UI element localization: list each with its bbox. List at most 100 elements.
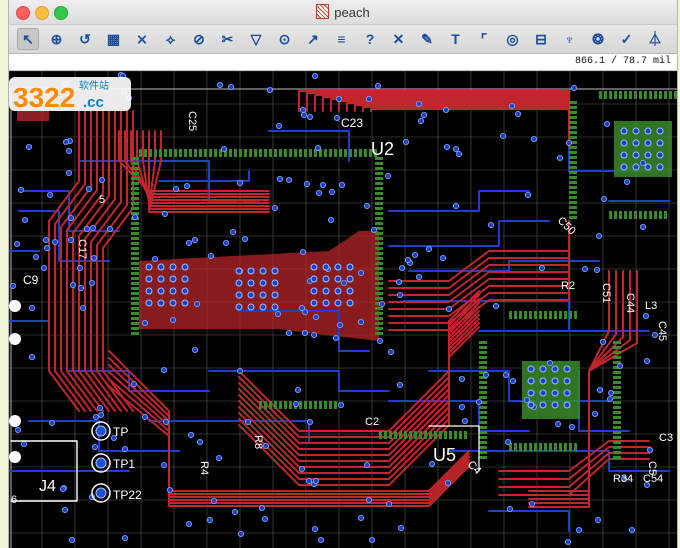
watermark-background [9, 77, 131, 111]
pin-icon[interactable]: ♆ [564, 31, 575, 47]
via [411, 251, 418, 258]
via [643, 312, 650, 319]
silk-label-c45: C45 [656, 321, 668, 341]
via-cluster [539, 389, 547, 397]
via [617, 362, 624, 369]
via [90, 224, 97, 231]
tree-icon[interactable]: ⏃ [648, 31, 662, 47]
u5-pad-top [564, 311, 567, 319]
cut-icon[interactable]: ✂ [221, 30, 234, 47]
via-cluster [334, 263, 342, 271]
connector-pad [569, 201, 577, 204]
via [425, 245, 432, 252]
via-icon[interactable]: ◎ [506, 30, 519, 47]
ratsnest-icon[interactable]: ❂ [592, 30, 604, 47]
u2-pad-top [179, 149, 182, 157]
via [374, 82, 381, 89]
snap-icon[interactable]: ⊘ [193, 30, 205, 47]
via [77, 264, 84, 271]
bottom-pad-row [409, 431, 412, 439]
u2-pad-left [131, 182, 139, 185]
minimize-button[interactable] [35, 6, 49, 20]
u2-pad-top [154, 149, 157, 157]
flip-icon[interactable]: ⟡ [165, 30, 176, 47]
u2-pad-top [234, 149, 237, 157]
more-icon[interactable]: » [673, 28, 680, 50]
u2-pad-top [284, 149, 287, 157]
via [241, 235, 248, 242]
check-icon[interactable]: ✓ [620, 30, 633, 47]
unroute-icon[interactable]: ⨯ [136, 30, 148, 47]
via [161, 210, 168, 217]
rotate-icon[interactable]: ↺ [79, 30, 91, 47]
via-cluster [259, 267, 267, 275]
mid-pad-row [279, 401, 282, 409]
u2-pad-top [289, 149, 292, 157]
window-title-group: peach [9, 4, 677, 20]
u2-pad-right [375, 307, 383, 310]
mark-icon[interactable]: ⊙ [278, 30, 291, 47]
bottom-trace [208, 370, 390, 392]
pencil-icon[interactable]: ✎ [421, 30, 433, 47]
red-bus-rightcol [528, 270, 638, 508]
zoom-in-icon[interactable]: ⊕ [50, 30, 63, 47]
ic-pad-row [629, 211, 632, 219]
u5-pad-right [613, 416, 621, 419]
arc-icon[interactable]: ⌜ [480, 30, 488, 47]
u2-pad-top [204, 149, 207, 157]
ic-pad-row [619, 211, 622, 219]
u2-pad-top [309, 149, 312, 157]
via [301, 308, 308, 315]
u5-pad-right [613, 346, 621, 349]
cursor-coordinates: 866.1 / 78.7 mil [574, 56, 671, 67]
u2-pad-left [131, 252, 139, 255]
via [274, 310, 281, 317]
red-bus-left [78, 110, 110, 412]
route-icon[interactable]: ↗ [307, 30, 319, 47]
u5-pad-right [613, 386, 621, 389]
via-cluster [644, 139, 652, 147]
u5-pad-right [613, 381, 621, 384]
u5-pad-left [479, 391, 487, 394]
via-cluster [563, 401, 571, 409]
u2-pad-top [319, 149, 322, 157]
via [107, 225, 114, 232]
u2-pad-right [375, 172, 383, 175]
bus-icon[interactable]: ≡ [337, 31, 346, 47]
u5-pad-left [479, 356, 487, 359]
via [14, 240, 20, 247]
u2-pad-top [334, 149, 337, 157]
close-button[interactable] [16, 6, 30, 20]
via-cluster [632, 151, 640, 159]
bottom-pad-row [379, 431, 382, 439]
red-bus-bottom [108, 385, 470, 507]
u5-pad-right [613, 411, 621, 414]
header-pad [654, 91, 657, 99]
bottom-pad-row [444, 431, 447, 439]
info-icon[interactable]: ? [365, 31, 375, 47]
layer-icon[interactable]: ▽ [250, 30, 262, 47]
align-icon[interactable]: ⊟ [535, 30, 547, 47]
via [292, 400, 299, 407]
via [571, 84, 578, 91]
via [487, 221, 494, 228]
text-icon[interactable]: T [451, 31, 460, 47]
zoom-button[interactable] [54, 6, 68, 20]
select-tool-icon[interactable]: ↖ [17, 28, 39, 50]
mount-hole [9, 333, 21, 345]
delete-icon[interactable]: ✕ [392, 30, 405, 47]
watermark-logo: 3322 .cc 软件站 [9, 77, 131, 113]
via-cluster [527, 365, 535, 373]
red-bus-left [54, 110, 86, 412]
red-bus-left [72, 110, 104, 412]
via [363, 202, 370, 209]
via [10, 282, 16, 289]
via-cluster [169, 287, 177, 295]
u2-pad-right [375, 207, 383, 210]
u2-pad-right [375, 212, 383, 215]
u5-pad-left [479, 361, 487, 364]
u2-pad-right [375, 262, 383, 265]
group-icon[interactable]: ▦ [106, 30, 121, 47]
